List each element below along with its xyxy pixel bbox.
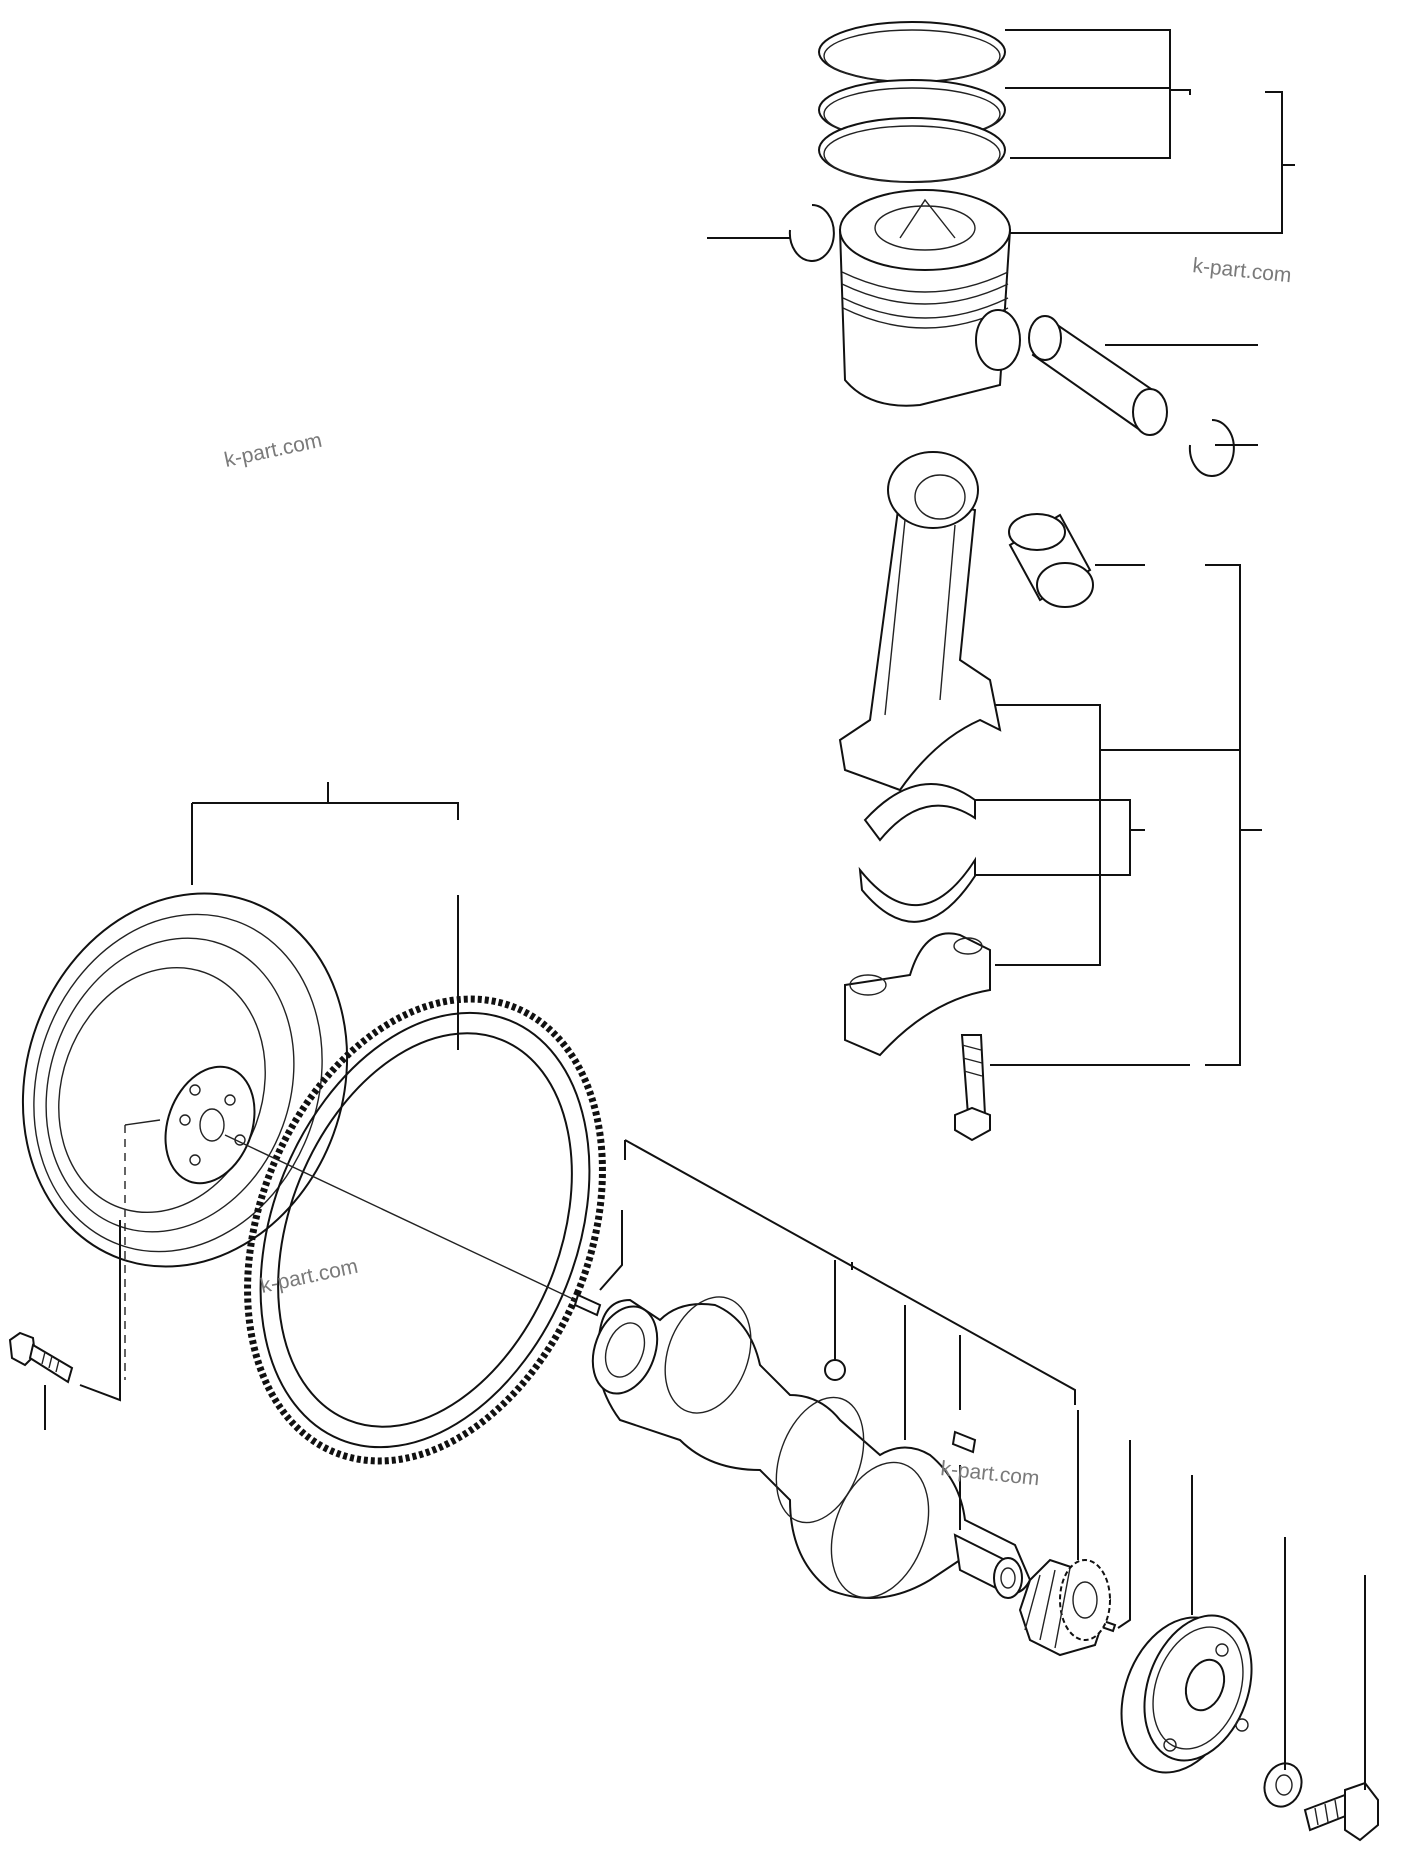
flywheel-bolt [8,1331,74,1384]
snap-ring-right [1188,419,1235,477]
crankshaft [591,1296,1032,1599]
rod-cap [844,932,991,1057]
piston-ring-3 [818,117,1006,183]
pulley-bolt [1303,1781,1379,1842]
bearing-lower [858,856,976,923]
washer [1263,1762,1303,1808]
pulley [1120,1614,1253,1774]
woodruff-key [951,1430,977,1454]
watermark: k-part.com [222,429,324,472]
piston-pin [1028,315,1168,436]
watermark: k-part.com [1191,254,1292,287]
bearing-upper [863,783,976,842]
leader-lines [44,29,1366,1790]
connecting-rod [838,451,1002,792]
flywheel [21,892,349,1268]
rod-bolt [954,1034,991,1142]
ring-gear [244,995,606,1465]
snap-ring-left [788,204,835,262]
crank-gear [1018,1558,1112,1657]
small-end-bushing [1008,513,1094,608]
piston-ring-1 [818,21,1006,83]
ball [824,1359,846,1381]
dowel-pin [573,1293,602,1317]
piston [838,189,1021,407]
watermark: k-part.com [258,1255,360,1298]
